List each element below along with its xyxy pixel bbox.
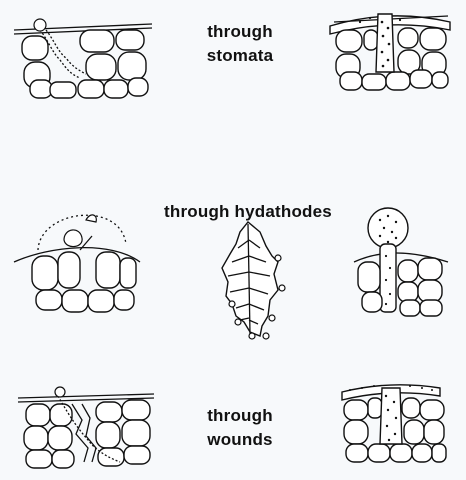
leaf-outline	[221, 221, 286, 340]
label-stomata-line1: through	[207, 22, 273, 41]
stomata-tissue-right	[329, 13, 451, 91]
label-through-wounds: through wounds	[185, 404, 295, 452]
hydathode-tissue-left	[13, 214, 141, 313]
hydathode-tissue-right	[353, 207, 449, 317]
stomata-tissue-left	[13, 18, 153, 99]
label-stomata-line2: stomata	[206, 46, 274, 65]
label-wounds-line1: through	[207, 406, 273, 425]
label-through-hydathodes: through hydathodes	[164, 202, 332, 221]
wound-tissue-left	[17, 386, 155, 469]
label-wounds-line2: wounds	[207, 430, 273, 449]
label-through-stomata: through stomata	[185, 20, 295, 68]
wound-tissue-right	[341, 384, 447, 463]
